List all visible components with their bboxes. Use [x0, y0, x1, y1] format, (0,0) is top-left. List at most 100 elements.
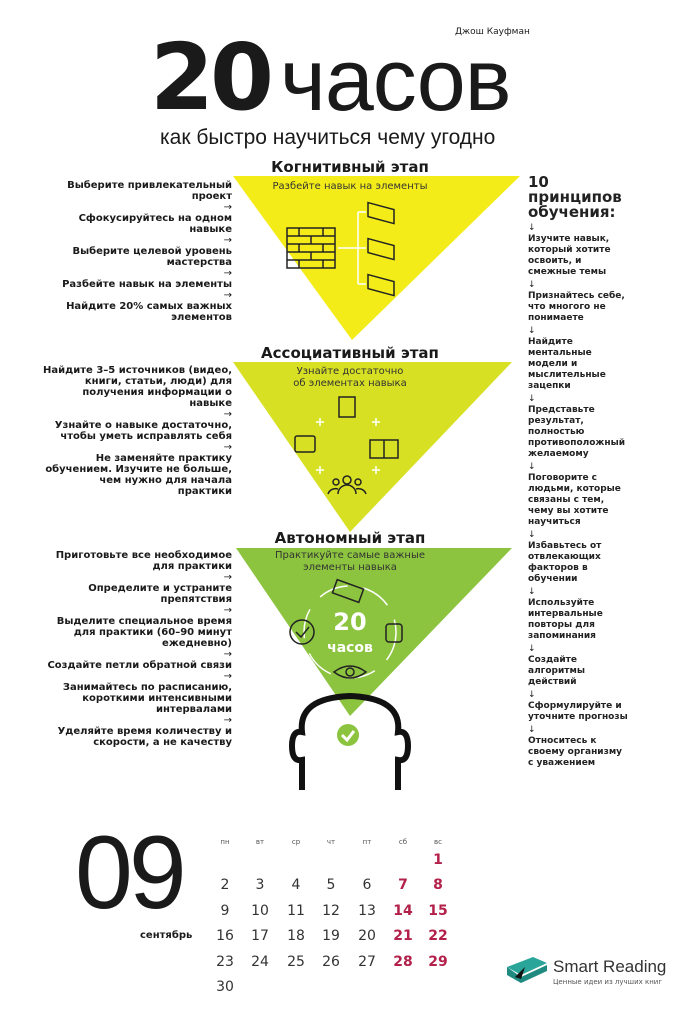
weekday-header: сб — [398, 838, 408, 846]
logo-name: Smart Reading — [553, 957, 667, 976]
stage2-triangle — [233, 362, 512, 532]
cycle-number: 20 — [333, 608, 366, 636]
step-item: Определите и устраните препятствия — [88, 583, 232, 605]
weekday-header: чт — [326, 838, 336, 846]
calendar-day[interactable]: 18 — [287, 928, 305, 944]
principle-item: Избавьтесь от отвлекающих факторов в обу… — [528, 541, 602, 584]
calendar-day[interactable]: 1 — [433, 852, 443, 868]
stage3-title: Автономный этап — [274, 529, 426, 547]
stage1-title: Когнитивный этап — [271, 158, 429, 176]
stage1-triangle — [233, 176, 520, 340]
calendar-day[interactable]: 6 — [362, 877, 372, 893]
stage3-subtitle-1: Практикуйте самые важные — [275, 550, 425, 561]
step-item: Приготовьте все необходимое для практики — [55, 550, 232, 572]
calendar-day[interactable]: 19 — [322, 928, 340, 944]
arrow-right-icon: → — [223, 442, 232, 453]
calendar-day[interactable]: 10 — [251, 903, 269, 919]
calendar-day[interactable]: 7 — [398, 877, 408, 893]
calendar-day[interactable]: 28 — [393, 954, 413, 970]
video-icon — [294, 435, 316, 453]
arrow-down-icon: ↓ — [528, 725, 536, 735]
stage1-steps: Выберите привлекательный проект→Сфокусир… — [42, 180, 232, 323]
step-item: Создайте петли обратной связи — [47, 660, 232, 671]
arrow-right-icon: → — [223, 649, 232, 660]
principles-title: 10 принципов обучения: — [528, 173, 622, 221]
principle-item: Поговорите с людьми, которые связаны с т… — [528, 473, 621, 527]
step-item: Не заменяйте практику обучением. Изучите… — [45, 453, 232, 497]
step-item: Узнайте о навыке достаточно, чтобы уметь… — [54, 420, 232, 442]
principles-list: 10 принципов обучения: ↓Изучите навык, к… — [528, 175, 628, 771]
principle-item: Создайте алгоритмы действий — [528, 655, 586, 687]
arrow-down-icon: ↓ — [528, 530, 536, 540]
calendar-day[interactable]: 25 — [287, 954, 305, 970]
calendar-day[interactable]: 12 — [322, 903, 340, 919]
head-outline — [288, 692, 412, 790]
subtitle: как быстро научиться чему угодно — [160, 126, 496, 149]
month-name: сентябрь — [140, 930, 193, 941]
book-icon — [369, 439, 399, 459]
calendar-day[interactable]: 4 — [291, 877, 301, 893]
calendar-day[interactable]: 15 — [428, 903, 448, 919]
step-item: Выберите целевой уровень мастерства — [72, 246, 232, 268]
stage3-steps: Приготовьте все необходимое для практики… — [42, 550, 232, 748]
calendar-day[interactable]: 29 — [428, 954, 448, 970]
calendar-day[interactable]: 21 — [393, 928, 413, 944]
author: Джош Кауфман — [455, 27, 530, 37]
calendar-day[interactable]: 20 — [358, 928, 376, 944]
calendar-day[interactable]: 14 — [393, 903, 413, 919]
arrow-down-icon: ↓ — [528, 223, 536, 233]
arrow-right-icon: → — [223, 268, 232, 279]
step-item: Выберите привлекательный проект — [67, 180, 232, 202]
principle-item: Признайтесь себе, что многого не понимае… — [528, 291, 625, 323]
calendar-day[interactable]: 9 — [220, 903, 230, 919]
calendar-day[interactable]: 16 — [216, 928, 234, 944]
step-item: Сфокусируйтесь на одном навыке — [78, 213, 232, 235]
calendar-day[interactable]: 13 — [358, 903, 376, 919]
stage2-subtitle-1: Узнайте достаточно — [296, 366, 404, 377]
arrow-right-icon: → — [223, 671, 232, 682]
stage3-subtitle-2: элементы навыка — [303, 562, 397, 573]
principle-item: Сформулируйте и уточните прогнозы — [528, 701, 628, 722]
stage2-title: Ассоциативный этап — [261, 344, 439, 362]
calendar-day[interactable]: 11 — [287, 903, 305, 919]
arrow-down-icon: ↓ — [528, 644, 536, 654]
calendar-day[interactable]: 30 — [216, 979, 234, 995]
calendar-day[interactable]: 5 — [326, 877, 336, 893]
arrow-down-icon: ↓ — [528, 394, 536, 404]
weekday-header: пн — [220, 838, 230, 846]
check-circle-icon — [289, 619, 315, 645]
calendar-day[interactable]: 27 — [358, 954, 376, 970]
calendar-day[interactable]: 23 — [216, 954, 234, 970]
arrow-right-icon: → — [223, 290, 232, 301]
calendar-day[interactable]: 17 — [251, 928, 269, 944]
brick-wall-icon — [286, 227, 336, 269]
step-item: Найдите 3–5 источников (видео, книги, ст… — [43, 365, 232, 409]
calendar-day[interactable]: 24 — [251, 954, 269, 970]
lego-brick-icon — [331, 578, 365, 604]
arrow-down-icon: ↓ — [528, 280, 536, 290]
stage3-triangle — [236, 548, 512, 716]
principle-item: Найдите ментальные модели и мыслительные… — [528, 337, 606, 391]
stage2-steps: Найдите 3–5 источников (видео, книги, ст… — [42, 365, 232, 497]
calendar-day[interactable]: 2 — [220, 877, 230, 893]
stage2-subtitle-2: об элементах навыка — [293, 378, 407, 389]
arrow-right-icon: → — [223, 715, 232, 726]
step-item: Выделите специальное время для практики … — [56, 616, 232, 649]
arrow-right-icon: → — [223, 572, 232, 583]
arrow-right-icon: → — [223, 605, 232, 616]
stage1-subtitle: Разбейте навык на элементы — [272, 181, 428, 192]
arrow-right-icon: → — [223, 409, 232, 420]
calendar-day[interactable]: 26 — [322, 954, 340, 970]
calendar-day[interactable]: 3 — [255, 877, 265, 893]
arrow-right-icon: → — [223, 235, 232, 246]
calendar-day[interactable]: 22 — [428, 928, 448, 944]
weekday-header: ср — [291, 838, 301, 846]
weekday-header: вс — [434, 838, 442, 846]
split-arrows — [338, 211, 366, 285]
arrow-down-icon: ↓ — [528, 587, 536, 597]
title-word: часов — [280, 30, 511, 129]
head-check-icon — [337, 724, 359, 746]
calendar-day[interactable]: 8 — [433, 877, 443, 893]
month-number: 09 — [75, 815, 187, 931]
